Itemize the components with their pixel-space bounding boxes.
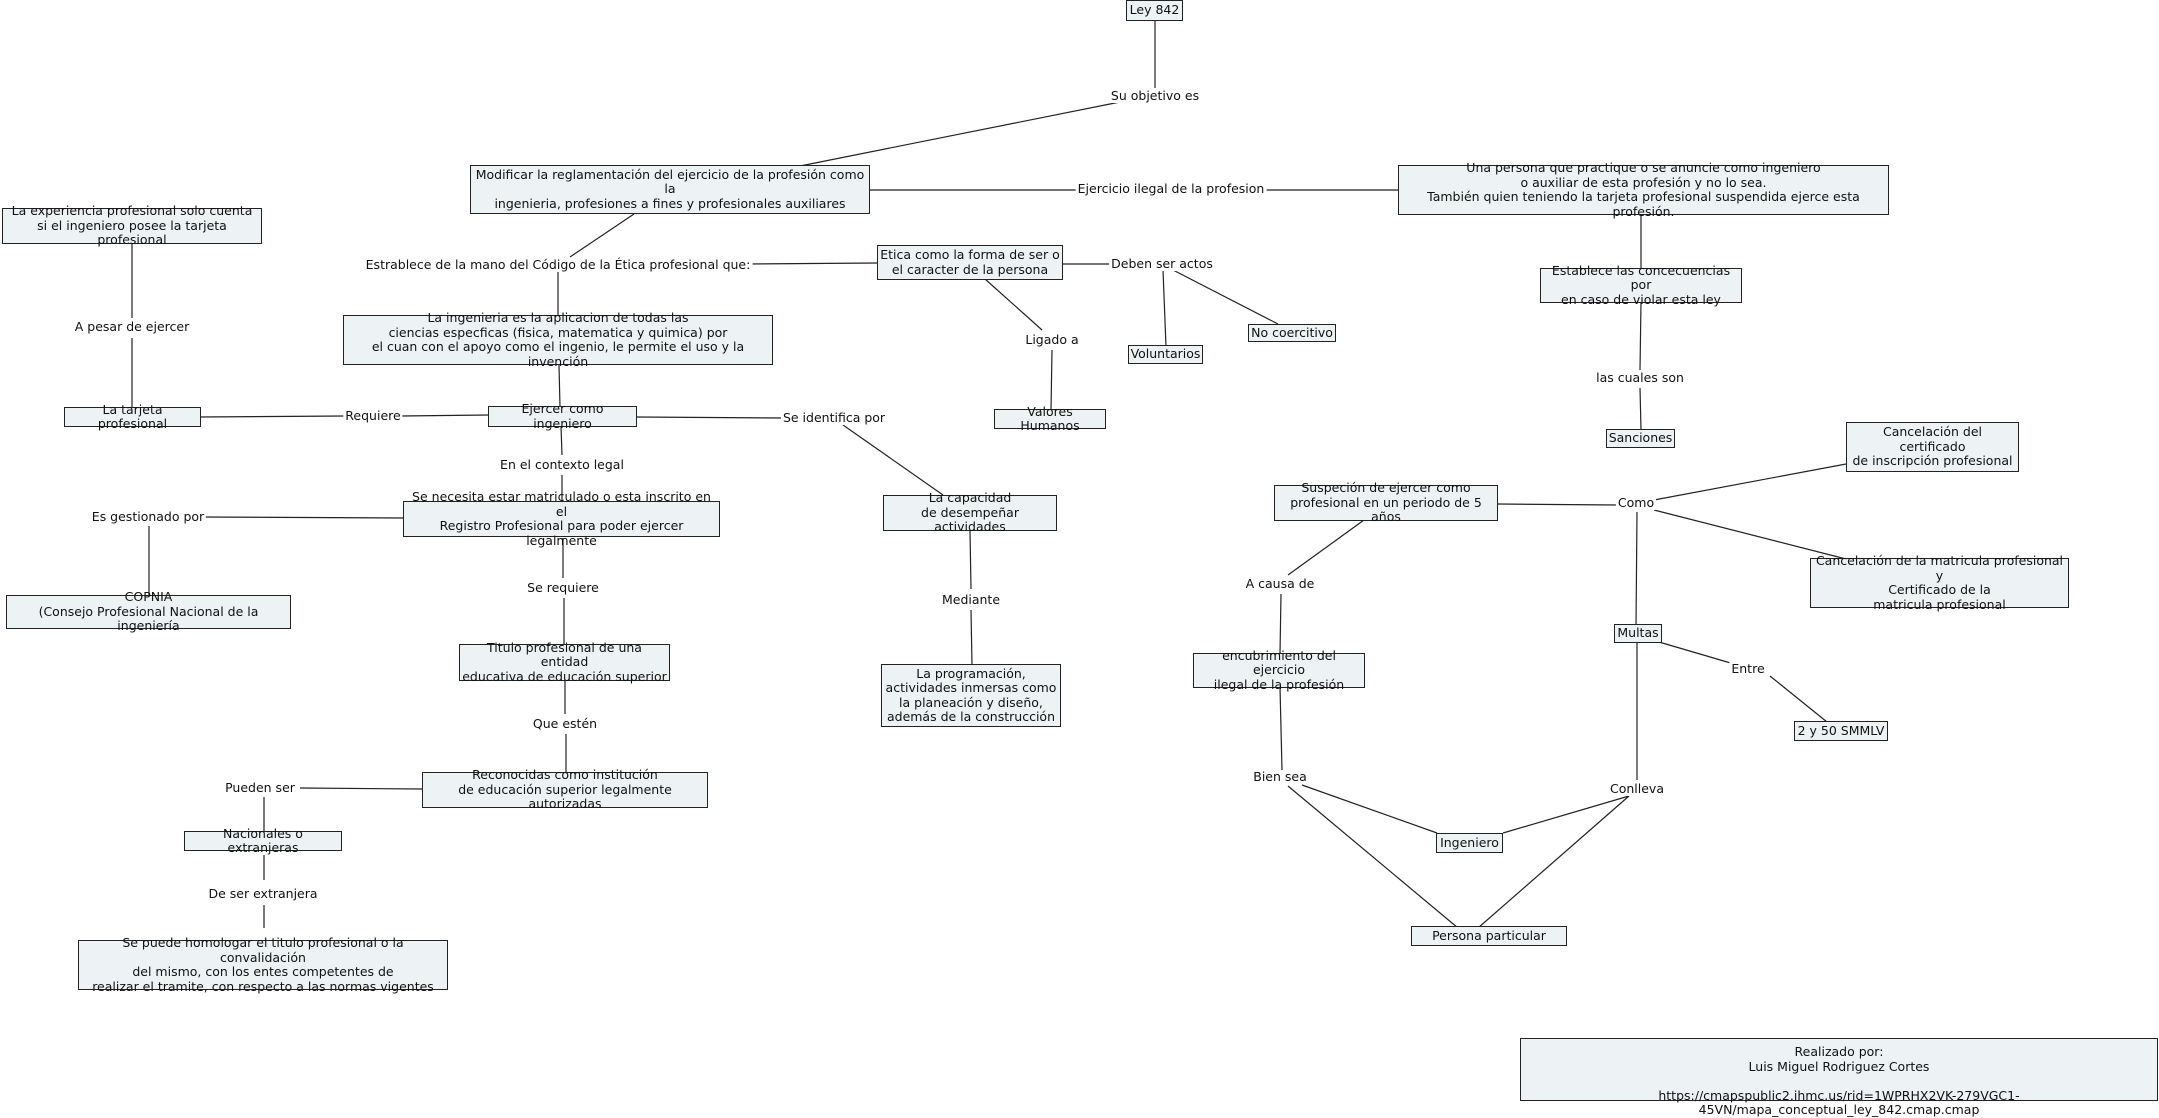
- concept-tarjeta-profesional[interactable]: La tarjeta profesional: [64, 402, 201, 431]
- link-de-ser-extranjera: De ser extranjera: [206, 886, 320, 901]
- concept-ingenieria-aplicacion[interactable]: La ingenieria es la aplicacion de todas …: [343, 310, 773, 368]
- link-se-identifica-por: Se identifica por: [780, 410, 888, 425]
- concept-se-necesita-matriculado[interactable]: Se necesita estar matriculado o esta ins…: [403, 489, 720, 547]
- link-es-gestionado-por: Es gestionado por: [89, 509, 207, 524]
- concept-reconocidas[interactable]: Reconocidas como institución de educació…: [422, 768, 708, 811]
- concept-homologar-titulo[interactable]: Se puede homologar el titulo profesional…: [78, 935, 448, 993]
- concept-ley-842[interactable]: Ley 842: [1126, 0, 1183, 21]
- concept-sanciones[interactable]: Sanciones: [1606, 429, 1675, 448]
- link-ejercicio-ilegal: Ejercicio ilegal de la profesion: [1075, 181, 1267, 196]
- link-requiere: Requiere: [343, 408, 403, 423]
- link-ligado-a: Ligado a: [1023, 332, 1081, 347]
- concept-multas[interactable]: Multas: [1614, 624, 1662, 643]
- concept-modificar-reglamentacion[interactable]: Modificar la reglamentación del ejercici…: [470, 165, 870, 214]
- concept-encubrimiento[interactable]: encubrimiento del ejercicio ilegal de la…: [1193, 648, 1365, 692]
- concept-ejercer-ingeniero[interactable]: Ejercer como ingeniero: [488, 401, 637, 430]
- concept-voluntarios[interactable]: Voluntarios: [1128, 345, 1203, 364]
- concept-persona-practique[interactable]: Una persona que practique o se anuncie c…: [1398, 160, 1889, 218]
- link-establece-codigo: Estrablece de la mano del Código de la É…: [363, 257, 753, 272]
- concept-no-coercitivo[interactable]: No coercitivo: [1248, 324, 1336, 342]
- concept-titulo-profesional[interactable]: Titulo profesional de una entidad educat…: [459, 640, 670, 684]
- concept-copnia[interactable]: COPNIA (Consejo Profesional Nacional de …: [6, 590, 291, 633]
- link-entre: Entre: [1729, 661, 1767, 676]
- concept-programacion[interactable]: La programación, actividades inmersas co…: [881, 664, 1061, 727]
- concept-capacidad[interactable]: La capacidad de desempeñar actividades: [883, 491, 1057, 534]
- credit-box: Realizado por: Luis Miguel Rodriguez Cor…: [1520, 1038, 2158, 1117]
- concept-ingeniero[interactable]: Ingeniero: [1436, 833, 1503, 853]
- link-a-causa-de: A causa de: [1243, 576, 1317, 591]
- concept-persona-particular[interactable]: Persona particular: [1411, 926, 1567, 946]
- link-bien-sea: Bien sea: [1251, 769, 1309, 784]
- concept-nacionales-extranjeras[interactable]: Nacionales o extranjeras: [184, 826, 342, 855]
- concept-etica[interactable]: Etica como la forma de ser o el caracter…: [877, 245, 1063, 280]
- concept-smmlv[interactable]: 2 y 50 SMMLV: [1794, 721, 1888, 741]
- link-en-el-contexto-legal: En el contexto legal: [498, 457, 626, 472]
- concept-cancelacion-certificado[interactable]: Cancelación del certificado de inscripci…: [1846, 422, 2019, 472]
- concept-experiencia-profesional[interactable]: La experiencia profesional solo cuenta s…: [2, 204, 262, 247]
- link-mediante: Mediante: [939, 592, 1003, 607]
- link-las-cuales-son: las cuales son: [1594, 370, 1686, 385]
- link-deben-ser-actos: Deben ser actos: [1109, 256, 1215, 271]
- concept-valores-humanos[interactable]: Valores Humanos: [994, 404, 1106, 433]
- concept-cancelacion-matricula[interactable]: Cancelación de la matricula profesional …: [1810, 553, 2069, 611]
- link-conlleva: Conlleva: [1608, 781, 1666, 796]
- link-su-objetivo: Su objetivo es: [1108, 88, 1202, 103]
- link-se-requiere: Se requiere: [525, 580, 601, 595]
- concept-establece-consecuencias[interactable]: Establece las concecuencias por en caso …: [1540, 263, 1742, 307]
- link-pueden-ser: Pueden ser: [223, 780, 297, 795]
- link-que-esten: Que estén: [530, 716, 600, 731]
- concept-suspencion[interactable]: Suspeción de ejercer como profesional en…: [1274, 481, 1498, 524]
- link-a-pesar-de-ejercer: A pesar de ejercer: [72, 319, 192, 334]
- link-como: Como: [1615, 495, 1657, 510]
